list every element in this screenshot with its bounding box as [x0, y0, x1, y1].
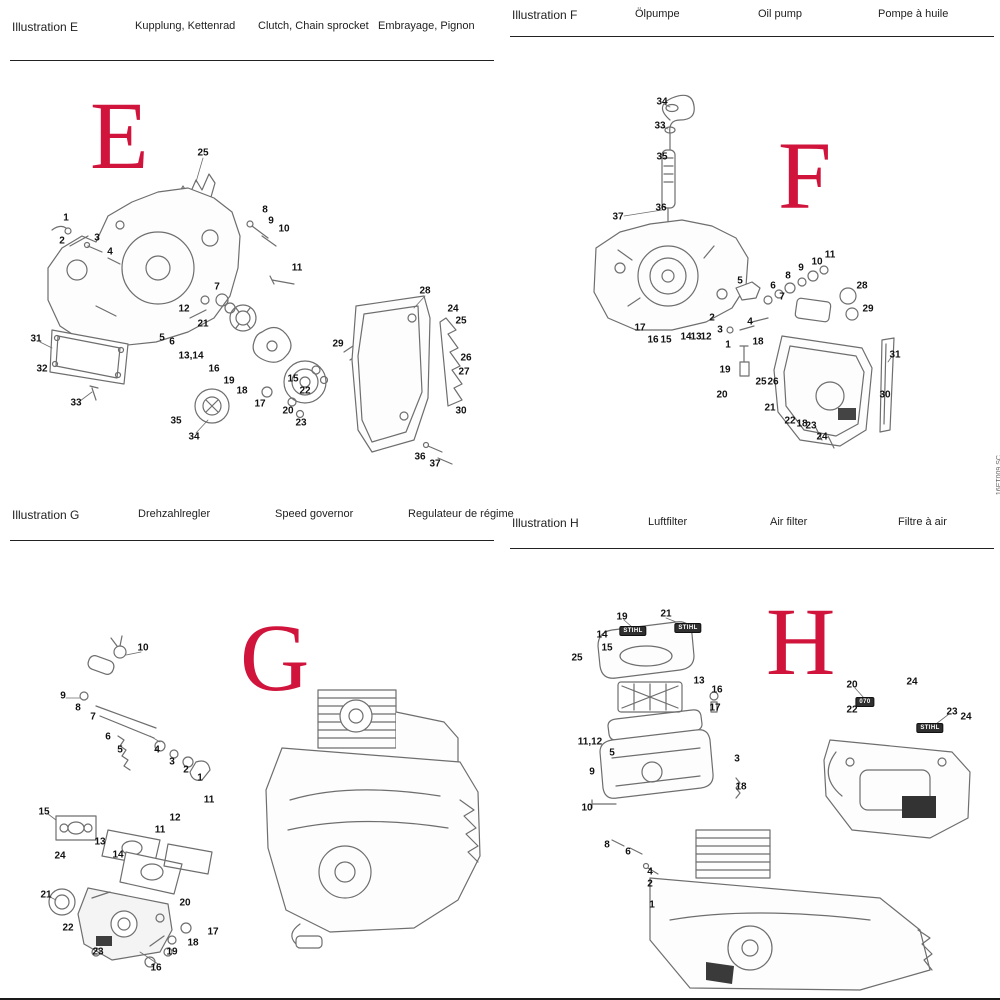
header-rule [10, 60, 494, 61]
section-letter-g: G [240, 604, 310, 711]
title-english: Clutch, Chain sprocket [258, 20, 369, 32]
title-english: Speed governor [275, 508, 354, 520]
illustration-label: Illustration F [512, 8, 578, 22]
title-german: Ölpumpe [635, 8, 680, 20]
illustration-label: Illustration G [12, 508, 80, 522]
header-rule [510, 548, 994, 549]
section-letter-h: H [766, 588, 836, 695]
panel-f-header: Illustration F Ölpumpe Oil pump Pompe à … [500, 8, 1000, 24]
plate-code: 16ET009 SC [996, 455, 1000, 496]
title-german: Luftfilter [648, 516, 688, 528]
panel-illustration-e: Illustration E Kupplung, Kettenrad Clutc… [0, 0, 500, 500]
title-german: Drehzahlregler [138, 508, 211, 520]
title-german: Kupplung, Kettenrad [135, 20, 236, 32]
exploded-diagram-governor [47, 635, 481, 968]
title-english: Air filter [770, 516, 808, 528]
panel-illustration-h: Illustration H Luftfilter Air filter Fil… [500, 500, 1000, 1000]
header-rule [510, 36, 994, 37]
title-english: Oil pump [758, 8, 803, 20]
title-french: Embrayage, Pignon [378, 20, 475, 32]
panel-illustration-g: Illustration G Drehzahlregler Speed gove… [0, 500, 514, 1000]
section-letter-f: F [778, 122, 832, 229]
title-french: Pompe à huile [878, 8, 949, 20]
illustration-label: Illustration E [12, 20, 79, 34]
header-rule [10, 540, 494, 541]
section-letter-e: E [90, 82, 149, 189]
panel-illustration-f: Illustration F Ölpumpe Oil pump Pompe à … [500, 0, 1000, 500]
panel-h-header: Illustration H Luftfilter Air filter Fil… [500, 516, 1000, 532]
panel-e-header: Illustration E Kupplung, Kettenrad Clutc… [0, 20, 500, 36]
exploded-diagram-oil-pump [593, 94, 895, 449]
exploded-diagram-air-filter [591, 617, 971, 991]
panel-g-header: Illustration G Drehzahlregler Speed gove… [0, 508, 514, 524]
title-french: Regulateur de régime [408, 508, 514, 520]
title-french: Filtre à air [898, 516, 947, 528]
illustration-label: Illustration H [512, 516, 579, 530]
exploded-diagram-clutch [39, 157, 463, 465]
